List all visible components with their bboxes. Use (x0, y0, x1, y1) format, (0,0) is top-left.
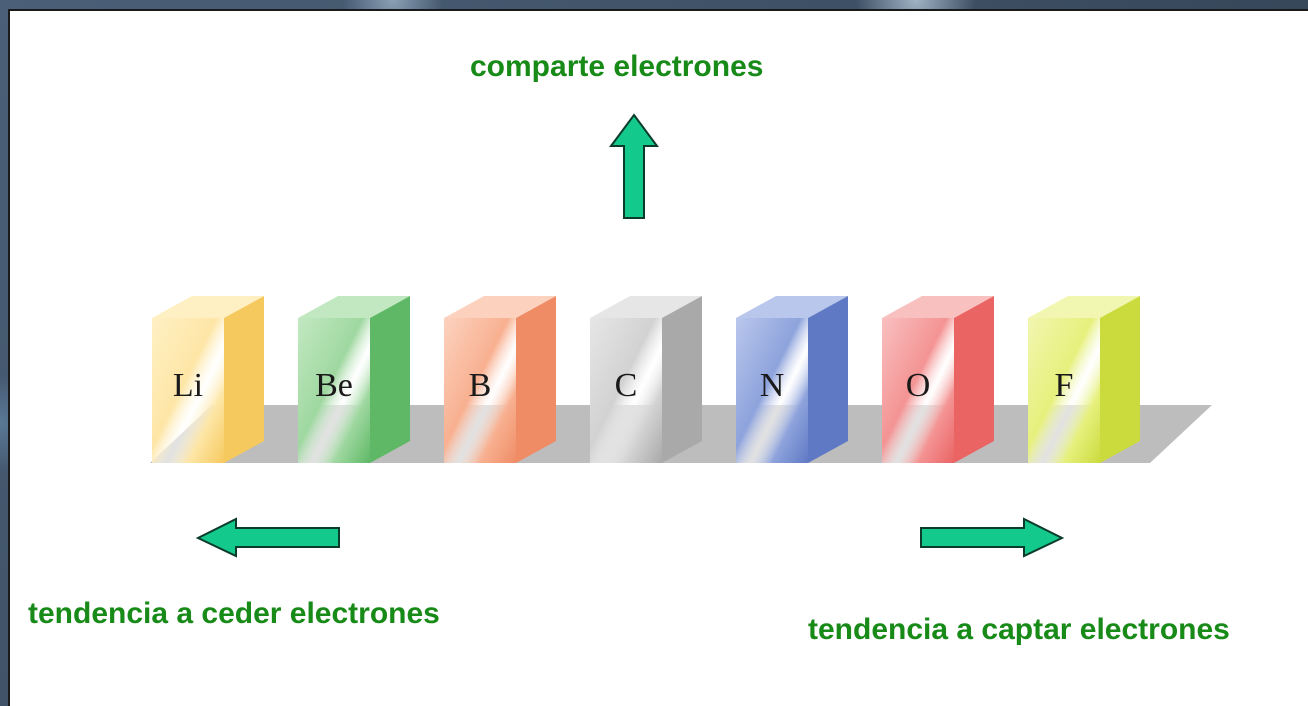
element-block-f: F (1028, 296, 1140, 463)
element-block-n: N (736, 296, 848, 463)
element-block-c: C (590, 296, 702, 463)
block-front-face (590, 318, 662, 463)
element-block-be: Be (298, 296, 410, 463)
block-side-face (370, 296, 410, 463)
element-symbol: N (760, 367, 785, 404)
block-top-face (1028, 296, 1140, 318)
element-blocks: Li Be B C N O F (152, 296, 1140, 463)
block-side-face (224, 296, 264, 463)
element-symbol: B (469, 367, 492, 404)
right-arrow-icon (920, 517, 1065, 558)
block-side-face (1100, 296, 1140, 463)
block-front-face (152, 318, 224, 463)
element-block-li: Li (152, 296, 264, 463)
left-arrow-icon (195, 517, 340, 558)
block-top-face (736, 296, 848, 318)
right-label: tendencia a captar electrones (808, 613, 1230, 646)
block-side-face (662, 296, 702, 463)
block-side-face (954, 296, 994, 463)
element-symbol: O (906, 367, 931, 404)
element-symbol: Be (315, 367, 353, 404)
block-side-face (516, 296, 556, 463)
block-top-face (152, 296, 264, 318)
element-block-b: B (444, 296, 556, 463)
left-label: tendencia a ceder electrones (28, 597, 440, 630)
block-front-face (736, 318, 808, 463)
block-front-face (298, 318, 370, 463)
block-top-face (590, 296, 702, 318)
block-front-face (1028, 318, 1100, 463)
top-label: comparte electrones (470, 50, 764, 83)
block-front-face (444, 318, 516, 463)
block-top-face (444, 296, 556, 318)
block-front-face (882, 318, 954, 463)
element-symbol: F (1055, 367, 1074, 404)
element-block-o: O (882, 296, 994, 463)
element-symbol: Li (173, 367, 203, 404)
block-side-face (808, 296, 848, 463)
up-arrow-icon (609, 113, 659, 219)
element-symbol: C (615, 367, 638, 404)
block-top-face (298, 296, 410, 318)
block-top-face (882, 296, 994, 318)
